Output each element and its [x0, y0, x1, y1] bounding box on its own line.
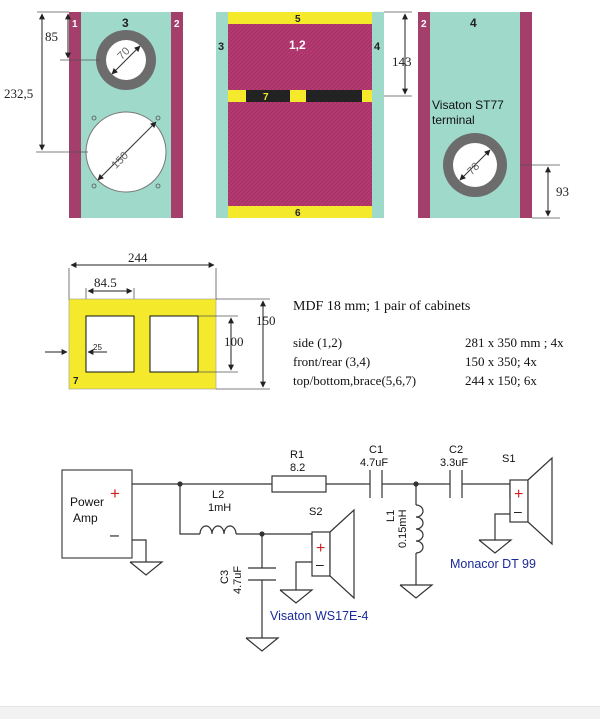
l2-inductor [199, 525, 237, 535]
front-top-num: 3 [122, 16, 129, 30]
s2-plus: + [316, 540, 325, 557]
brace-dim-window: 84.5 [94, 275, 117, 290]
brace-window-left [85, 315, 135, 373]
brace-window-right [149, 315, 199, 373]
top-panel-label: 1,2 [289, 38, 306, 52]
brace-dim-height: 150 [256, 313, 276, 328]
s2-minus: – [316, 556, 324, 572]
power-amp-box [61, 469, 133, 559]
front-panel-drawing: 70 150 1 2 3 85 232,5 [4, 11, 183, 218]
front-dim-top: 85 [45, 29, 58, 44]
amp-plus: + [110, 484, 120, 503]
spec-row-1-name: side (1,2) [293, 335, 342, 350]
c1-value: 4.7uF [360, 457, 388, 469]
crossover-schematic [61, 469, 513, 652]
brace-dim-width: 244 [128, 250, 148, 265]
bottom-strip [228, 206, 372, 218]
amp-label-1: Power [70, 495, 104, 509]
brace-dim-inner: 100 [224, 334, 244, 349]
front-left-num: 1 [72, 19, 78, 30]
top-strip-num: 5 [295, 14, 301, 25]
rear-right-num: 4 [470, 16, 477, 30]
front-dim-total: 232,5 [4, 86, 33, 101]
l2-value: 1mH [208, 502, 231, 514]
front-side-right [171, 12, 183, 218]
spec-row-3-value: 244 x 150; 6x [465, 373, 537, 388]
brace-num: 7 [263, 92, 269, 103]
rear-left-num: 2 [421, 19, 427, 30]
s1-minus: – [514, 503, 522, 519]
rear-dim: 93 [556, 184, 569, 199]
spec-title: MDF 18 mm; 1 pair of cabinets [293, 299, 470, 314]
s2-speaker [311, 508, 355, 600]
c2-name: C2 [449, 444, 463, 456]
top-panel-body [228, 12, 372, 218]
rear-panel-drawing: 2 4 Visaton ST77 terminal 78 93 [418, 12, 569, 219]
c3-name: C3 [219, 570, 231, 584]
spec-row-3-name: top/bottom,brace(5,6,7) [293, 373, 416, 388]
amp-label-2: Amp [73, 511, 98, 525]
l1-value: 0.15mH [397, 509, 409, 548]
top-right-num: 4 [374, 41, 381, 53]
s1-plus: + [514, 486, 523, 503]
c1-name: C1 [369, 444, 383, 456]
c2-value: 3.3uF [440, 457, 468, 469]
spec-row-2-name: front/rear (3,4) [293, 354, 370, 369]
top-dim: 143 [392, 54, 412, 69]
spec-row-1-value: 281 x 350 mm ; 4x [465, 335, 564, 350]
l2-name: L2 [212, 489, 224, 501]
s2-name: S2 [309, 506, 322, 518]
spec-row-2-value: 150 x 350; 4x [465, 354, 537, 369]
r1-resistor [271, 475, 327, 493]
cut-list: MDF 18 mm; 1 pair of cabinets side (1,2)… [293, 299, 564, 388]
c3-value: 4.7uF [232, 566, 244, 594]
terminal-label-line2: terminal [432, 113, 475, 127]
s1-speaker [509, 456, 553, 546]
top-left-num: 3 [218, 41, 224, 53]
brace-edge-label: 25 [93, 343, 102, 352]
brace-num: 7 [73, 376, 79, 387]
top-panel-drawing: 5 6 7 1,2 3 4 143 [216, 11, 412, 219]
amp-minus: – [110, 527, 119, 544]
bottom-strip-num: 6 [295, 208, 301, 219]
front-side-left [69, 12, 81, 218]
circuit-labels: Power Amp + – R1 8.2 C1 4.7uF C2 3.3uF S… [70, 444, 536, 623]
top-strip [228, 12, 372, 24]
l1-name: L1 [385, 510, 397, 522]
r1-name: R1 [290, 449, 304, 461]
s2-model: Visaton WS17E-4 [270, 609, 368, 623]
front-right-num: 2 [174, 19, 180, 30]
terminal-label-line1: Visaton ST77 [432, 98, 504, 112]
s1-name: S1 [502, 453, 515, 465]
r1-value: 8.2 [290, 462, 305, 474]
brace-drawing: 244 84.5 25 7 100 150 [45, 250, 276, 390]
bottom-edge-bar [0, 706, 600, 719]
l1-inductor [415, 504, 424, 554]
s1-model: Monacor DT 99 [450, 557, 536, 571]
